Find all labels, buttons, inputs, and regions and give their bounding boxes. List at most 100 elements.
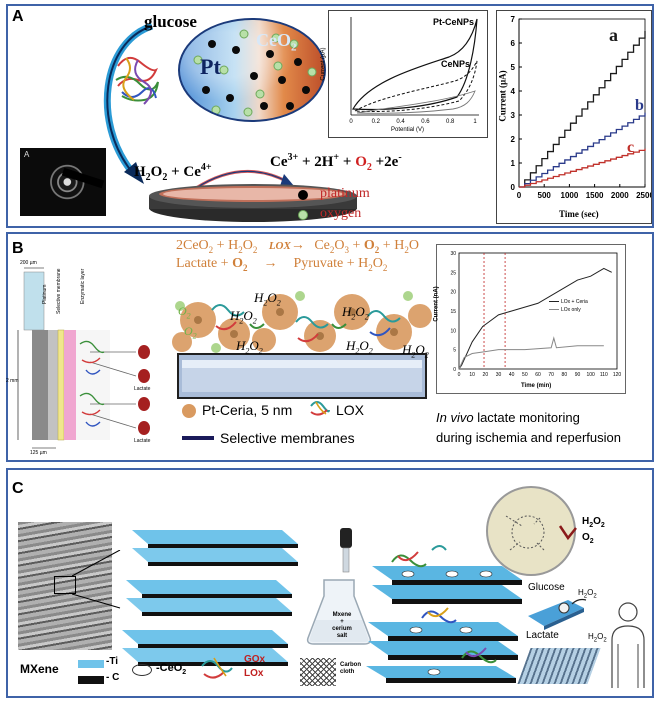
lac-series-only (458, 336, 604, 370)
h2o2-4: H2O2 (236, 338, 263, 356)
ceo2-label: CeO2 (256, 30, 297, 54)
lac-xtick-label: 30 (496, 372, 502, 378)
lac-xtick-label: 70 (548, 372, 554, 378)
lac-ytick-label: 25 (450, 270, 456, 276)
lactate-sensor-icon (517, 648, 601, 684)
zoom-lines (72, 550, 121, 609)
bubble-o2: O2 (582, 532, 594, 545)
lactate-label-1: Lactate (134, 386, 151, 392)
cv-xtick-label: 0 (349, 119, 353, 125)
glucose-h2o2: H2O2 (578, 588, 597, 600)
lac-xtick-label: 90 (575, 372, 581, 378)
h2o2-5: H2O2 (346, 338, 373, 356)
caption-line-1: In vivo lactate monitoring (436, 410, 580, 425)
pt-ceo2-particle: Pt CeO2 (178, 18, 326, 122)
reaction-left: H2O2 + Ce4+ (134, 162, 212, 183)
legend-oxygen-dot (298, 210, 308, 220)
pt-label: Pt (200, 54, 221, 79)
amp-label-b: b (635, 97, 644, 114)
bubble-h2o2: H2O2 (582, 516, 605, 529)
lac-xtick-label: 40 (509, 372, 515, 378)
lox-icon (310, 401, 330, 416)
amp-trace-c (519, 148, 646, 188)
lac-ytick-label: 0 (453, 367, 456, 373)
mxene-enzyme-stack (366, 545, 522, 683)
zoom-bubble (486, 486, 576, 576)
legend-oxygen-label: oxygen (320, 206, 362, 221)
glucose-label: glucose (144, 12, 197, 31)
cv-xlabel: Potential (V) (391, 127, 425, 133)
amp-ylabel: Current (µA) (497, 70, 508, 122)
layer-platinum: Platinum (42, 284, 48, 304)
amp-xtick-label: 2000 (611, 191, 629, 200)
reaction-arrow (195, 169, 294, 190)
amp-xtick-label: 0 (517, 191, 522, 200)
curved-arrow (103, 22, 154, 184)
human-icon (611, 602, 645, 688)
cv-ceo-loop (353, 60, 478, 113)
h2o2-2: H2O2 (230, 308, 257, 326)
amp-xlabel: Time (sec) (559, 209, 599, 219)
equation-1: 2CeO2 + H2O2 LOX→ Ce2O3 + O2 + H2O (176, 238, 419, 255)
equation-2: Lactate + O2→Pyruvate + H2O2 (176, 256, 388, 273)
lac-xtick-label: 0 (458, 372, 461, 378)
layer-selective: Selective membrane (56, 268, 62, 314)
amp-ytick-label: 6 (511, 39, 516, 48)
cv-pt-ceo-loop (351, 18, 478, 111)
amp-ytick-label: 2 (511, 135, 516, 144)
amp-xtick-label: 500 (538, 191, 552, 200)
lactate-h2o2: H2O2 (588, 632, 607, 644)
tem-image: A (20, 148, 106, 216)
electrode-schematic (17, 267, 150, 449)
lac-series-ceria (458, 267, 612, 370)
lac-xtick-label: 50 (522, 372, 528, 378)
panel-a: A glucose A (6, 4, 654, 228)
h2o2-6: H2O2 (402, 342, 429, 360)
mxene-stack (122, 530, 298, 666)
amp-xtick-label: 2500 (636, 191, 651, 200)
lac-xtick-label: 10 (469, 372, 475, 378)
cv-xtick-label: 0.4 (396, 119, 405, 125)
cv-xtick-label: 0.2 (372, 119, 381, 125)
cv-xtick-label: 0.8 (446, 119, 455, 125)
lactate-label: Lactate (526, 630, 559, 641)
legend-ceo2-oval (132, 664, 152, 676)
lac-legend-only: LOx only (549, 307, 581, 313)
o2-label-1: O2 (178, 304, 191, 321)
legend-lox-label: LOX (336, 402, 365, 418)
lactate-label-2: Lactate (134, 438, 151, 444)
cv-xtick-label: 0.6 (421, 119, 430, 125)
lac-ytick-label: 30 (450, 251, 456, 257)
dim-bottom: 125 µm (30, 450, 47, 456)
enzyme-layer-scene (172, 291, 432, 399)
lac-ylabel: Current (nA) (433, 286, 440, 322)
amp-ytick-label: 7 (511, 15, 516, 24)
lac-frame (458, 252, 618, 370)
legend-platinum-dot (298, 190, 308, 200)
cv-label-pt-ceo: Pt-CeNPs (433, 17, 475, 27)
amp-plot: 0123456705001000150020002500 a b c Curre… (496, 10, 655, 224)
amp-plot-svg: 0123456705001000150020002500 (511, 15, 655, 200)
legend-membrane-line (182, 436, 214, 440)
carbon-cloth-icon (300, 658, 336, 686)
lac-xtick-label: 110 (600, 372, 608, 378)
amp-trace-a (519, 31, 646, 188)
mxene-label: MXene (20, 662, 59, 676)
amp-ytick-label: 3 (511, 111, 516, 120)
panel-b: B 200 µm 2 mm 125 µm Platinum Selective … (6, 232, 654, 462)
lac-legend-ceria: LOx + Ceria (549, 299, 588, 305)
layer-enzymatic: Enzymatic layer (80, 268, 86, 304)
lac-xtick-label: 120 (613, 372, 622, 378)
lac-ytick-label: 20 (450, 290, 456, 296)
reaction-right: Ce3+ + 2H+ + O2 +2e- (270, 152, 402, 173)
cv-ylabel: Current (µA) (320, 47, 327, 81)
cv-label-ceo: CeNPs (441, 59, 471, 69)
lac-xlabel: Time (min) (521, 383, 552, 389)
cv-bare-loop (356, 90, 476, 114)
lac-ytick-label: 10 (450, 328, 456, 334)
flask-icon (306, 528, 372, 645)
amp-ytick-label: 4 (511, 87, 516, 96)
